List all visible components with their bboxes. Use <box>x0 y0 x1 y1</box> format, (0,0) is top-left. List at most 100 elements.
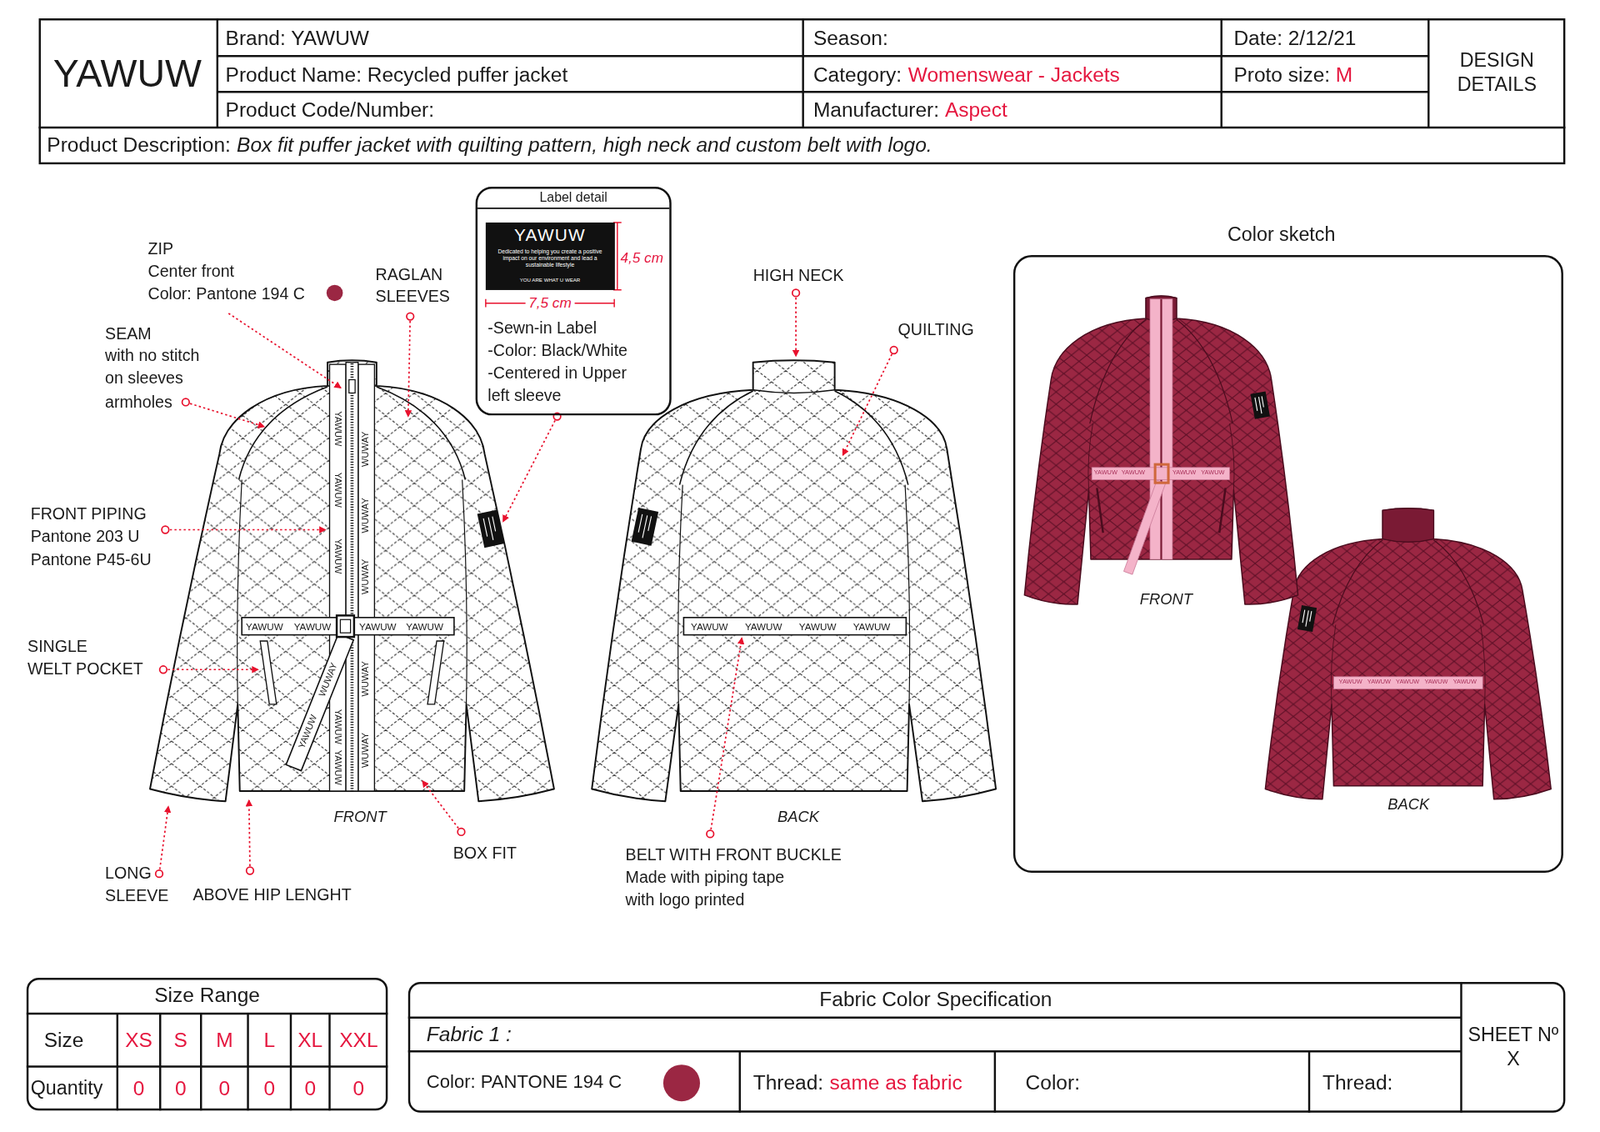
welt-pocket <box>1096 487 1103 533</box>
table-rule <box>26 1065 388 1067</box>
header-value: M <box>1335 61 1353 88</box>
dimension-label: 4,5 cm <box>620 248 663 269</box>
belt-logo-text: YAWUW <box>745 620 783 633</box>
table-rule <box>159 1013 161 1110</box>
header-value: Womenswear - Jackets <box>908 61 1120 88</box>
leader-line <box>190 403 265 427</box>
color-swatch <box>326 285 344 302</box>
belt <box>1091 467 1230 480</box>
underarm-line <box>1230 423 1235 490</box>
collar-seam <box>753 390 835 394</box>
table-value: same as fabric <box>830 1069 963 1095</box>
front-flat-sketch <box>150 360 555 801</box>
back-flat-sketch <box>591 360 996 801</box>
zip-pull <box>349 380 355 394</box>
color-front-sketch <box>1024 295 1298 605</box>
buckle <box>336 615 355 637</box>
table-rule <box>246 1013 249 1110</box>
belt-logo-text: YAWUW <box>1094 470 1118 478</box>
table-rule <box>994 1050 996 1112</box>
table-rule <box>39 126 1566 129</box>
jacket-outline <box>1024 295 1298 605</box>
leader-line <box>170 529 326 531</box>
table-rule <box>328 1013 330 1110</box>
table-rule <box>217 90 1429 93</box>
fabric-color-table: Fabric Color SpecificationFabric 1 :Colo… <box>408 981 1566 1113</box>
box-title: Label detail <box>477 190 670 207</box>
table-rule <box>408 1050 1462 1052</box>
header-value: Aspect <box>945 96 1008 123</box>
description-text: Box fit puffer jacket with quilting patt… <box>236 132 932 159</box>
callout-label: Color: Pantone 194 C <box>148 282 305 305</box>
piping-logo-text: YAWUW <box>331 538 344 574</box>
piping-logo-text: WUWAY <box>360 732 373 768</box>
dimension-tick <box>613 221 622 223</box>
table-rule <box>801 18 804 128</box>
sleeve-label <box>631 507 660 546</box>
callout-label: Pantone P45-6U <box>30 549 152 572</box>
color-back-sketch <box>1265 508 1551 800</box>
sleeve-label <box>1250 390 1270 419</box>
underarm-line <box>1480 624 1486 705</box>
table-cell: 0 <box>200 1075 248 1102</box>
underarm-line <box>237 480 243 705</box>
table-cell: Thread: <box>1322 1069 1393 1095</box>
sleeve-label <box>1297 605 1317 632</box>
label-tagline: Dedicated to helping you create a positi… <box>494 248 607 269</box>
leader-line <box>842 354 892 455</box>
leader-dot <box>706 830 715 838</box>
callout-label: SINGLE <box>27 635 88 659</box>
label-note: -Sewn-in Label <box>487 317 597 340</box>
sleeve-label-patch <box>1250 390 1270 419</box>
view-caption: BACK <box>1387 795 1430 815</box>
underarm-line <box>678 485 684 705</box>
belt-logo-text: YAWUW <box>1172 470 1196 478</box>
raglan-seam <box>1433 540 1484 625</box>
callout-label: ABOVE HIP LENGHT <box>192 883 351 906</box>
header-cell: Brand: YAWUW <box>225 25 370 51</box>
leader-dot <box>182 398 190 406</box>
underarm-line <box>905 485 910 705</box>
leader-line <box>503 420 555 521</box>
table-rule <box>290 1013 292 1110</box>
front-piping <box>330 364 347 791</box>
callout-label: SEAM <box>105 322 152 345</box>
raglan-seam <box>1090 319 1146 424</box>
color-sketch-panel: Color sketchFRONTBACK <box>1013 255 1564 873</box>
dimension-line <box>616 222 618 290</box>
header-cell: Product Name: Recycled puffer jacket <box>225 61 569 88</box>
collar <box>1382 508 1434 542</box>
label-slogan: YOU ARE WHAT U WEAR <box>485 276 615 284</box>
view-caption: FRONT <box>333 805 386 827</box>
leader-dot <box>155 870 164 878</box>
raglan-seam <box>1332 540 1383 625</box>
table-rule <box>26 1012 388 1015</box>
sleeve-label-patch <box>1297 605 1317 632</box>
zip-teeth <box>350 363 355 791</box>
belt-logo-text: YAWUW <box>359 620 397 633</box>
table-cell: L <box>248 1026 291 1053</box>
belt-logo-text: YAWUW <box>1453 679 1477 687</box>
leader-line <box>795 297 797 356</box>
belt-tail-strap <box>1124 480 1166 575</box>
dimension-tick <box>613 299 615 308</box>
table-rule <box>408 1016 1462 1019</box>
buckle-inner <box>340 619 350 633</box>
label-note: -Color: Black/White <box>487 340 628 363</box>
belt-logo-text: WUWAY <box>316 660 340 698</box>
view-caption: BACK <box>777 805 820 827</box>
leader-dot <box>246 866 255 875</box>
sleeve-label-mark <box>1301 610 1312 628</box>
leader-dot <box>457 828 465 836</box>
header-table: YAWUWBrand: YAWUWSeason:Date: 2/12/21DES… <box>39 18 1566 165</box>
table-rule <box>217 55 1429 57</box>
callout-label: RAGLAN SLEEVES <box>375 263 463 310</box>
leader-lines <box>155 289 898 877</box>
buckle <box>1155 464 1169 483</box>
jacket-outline <box>150 360 555 801</box>
leader-dot <box>890 346 898 355</box>
table-cell: Color: <box>1025 1069 1080 1095</box>
belt-logo-text: YAWUW <box>1121 470 1145 478</box>
